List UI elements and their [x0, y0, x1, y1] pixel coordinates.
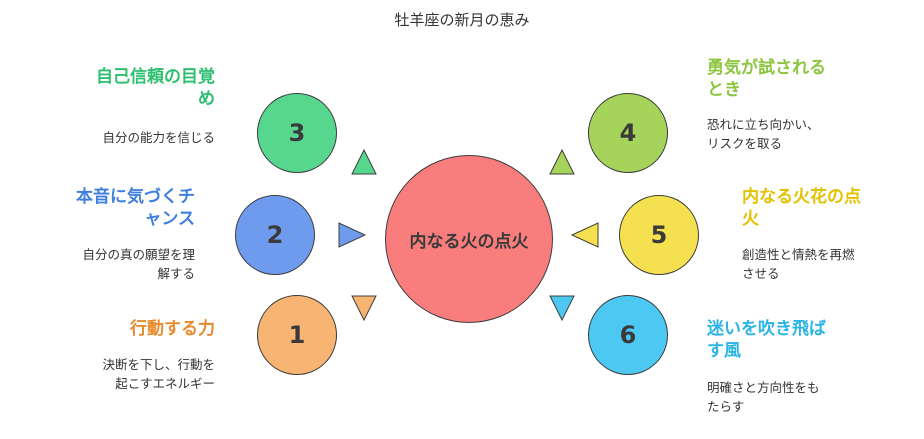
node-4-desc-line2: リスクを取る: [707, 136, 783, 151]
node-5-description: 創造性と情熱を再燃 させる: [742, 245, 912, 283]
node-2-heading-line1: 本音に気づくチ: [76, 187, 195, 207]
node-5-heading-line1: 内なる火花の点: [742, 187, 861, 207]
arrow-1: [351, 295, 377, 322]
node-4-circle: 4: [588, 93, 668, 173]
node-3-desc-line1: 自分の能力を信じる: [102, 130, 215, 145]
node-5-desc-line2: させる: [742, 266, 780, 281]
node-5-desc-line1: 創造性と情熱を再燃: [742, 247, 855, 262]
node-2-heading: 本音に気づくチ ャンス: [20, 186, 195, 230]
node-3-heading-line2: め: [198, 89, 215, 109]
arrow-5: [570, 222, 599, 248]
node-6-heading-line1: 迷いを吹き飛ば: [707, 319, 826, 339]
node-5-heading: 内なる火花の点 火: [742, 186, 912, 230]
node-4-heading-line1: 勇気が試される: [707, 58, 826, 78]
node-6-heading-line2: す風: [707, 341, 741, 361]
node-3-heading-line1: 自己信頼の目覚: [96, 67, 215, 87]
node-2-description: 自分の真の願望を理 解する: [20, 245, 195, 283]
node-1-description: 決断を下し、行動を 起こすエネルギー: [40, 355, 215, 393]
arrow-3: [351, 148, 377, 175]
node-2-desc-line1: 自分の真の願望を理: [82, 247, 195, 262]
node-4-desc-line1: 恐れに立ち向かい、: [707, 117, 820, 132]
arrow-2: [338, 222, 367, 248]
node-4-heading: 勇気が試される とき: [707, 57, 882, 101]
node-3-heading: 自己信頼の目覚 め: [40, 66, 215, 110]
node-2-circle: 2: [235, 195, 315, 275]
node-1-heading-line1: 行動する力: [130, 319, 215, 339]
center-circle: 内なる火の点火: [385, 155, 553, 323]
node-1-heading: 行動する力: [40, 318, 215, 340]
node-1-desc-line2: 起こすエネルギー: [115, 376, 215, 391]
node-6-description: 明確さと方向性をも たらす: [707, 378, 882, 416]
node-6-circle: 6: [588, 295, 668, 375]
node-2-desc-line2: 解する: [157, 266, 195, 281]
node-3-circle: 3: [257, 93, 337, 173]
node-4-description: 恐れに立ち向かい、 リスクを取る: [707, 115, 882, 153]
arrow-4: [549, 148, 575, 175]
node-6-heading: 迷いを吹き飛ば す風: [707, 318, 882, 362]
node-5-heading-line2: 火: [742, 209, 759, 229]
node-1-desc-line1: 決断を下し、行動を: [102, 357, 215, 372]
node-1-circle: 1: [257, 295, 337, 375]
diagram-title: 牡羊座の新月の恵み: [394, 11, 530, 29]
node-5-circle: 5: [619, 195, 699, 275]
node-4-heading-line2: とき: [707, 80, 741, 100]
node-6-desc-line1: 明確さと方向性をも: [707, 380, 820, 395]
arrow-6: [549, 295, 575, 322]
node-3-description: 自分の能力を信じる: [40, 128, 215, 147]
node-6-desc-line2: たらす: [707, 399, 745, 414]
node-2-heading-line2: ャンス: [144, 209, 195, 229]
